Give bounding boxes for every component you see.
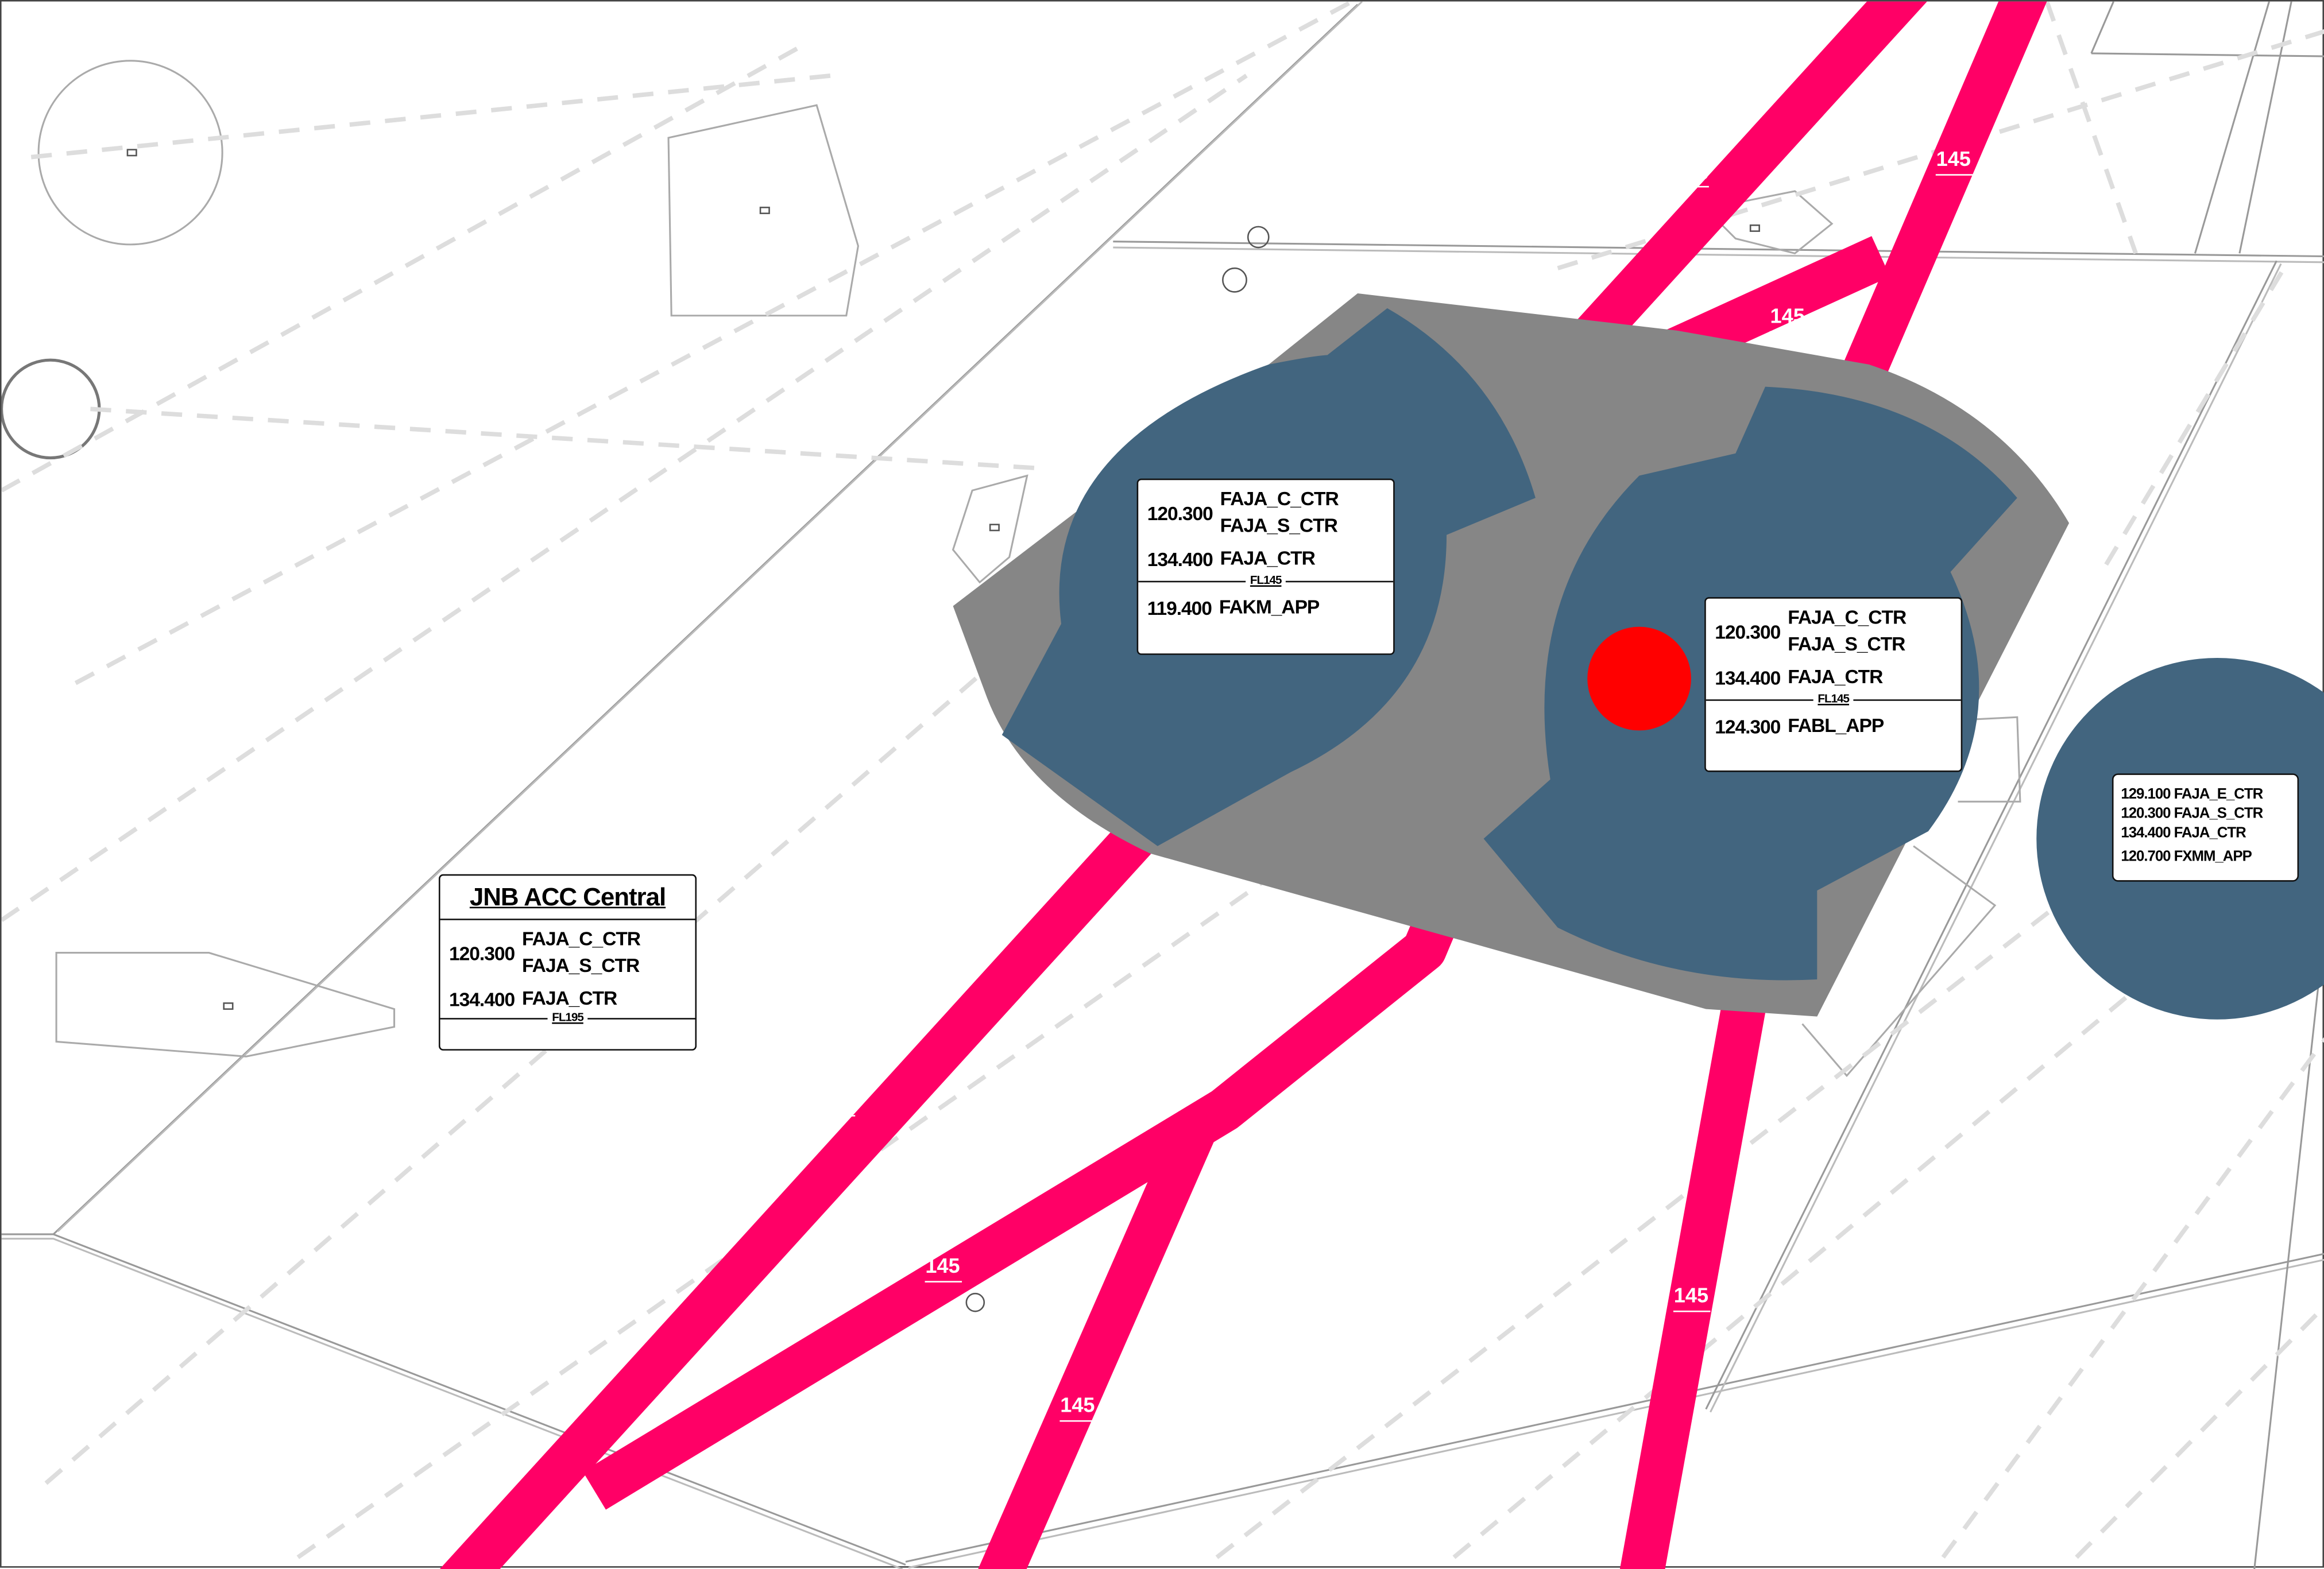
frequency: 134.400 xyxy=(449,987,515,1010)
sector-title: JNB ACC Central xyxy=(440,875,695,920)
callsign: FAJA_S_CTR xyxy=(1220,514,1338,537)
callsign: FAJA_C_CTR xyxy=(1220,487,1339,510)
sector-label-fakm[interactable]: 120.300 FAJA_C_CTR FAJA_S_CTR 134.400 FAJA_… xyxy=(1136,478,1395,655)
route-label: 145 xyxy=(1674,1284,1708,1307)
frequency: 120.300 xyxy=(449,942,515,964)
route-label: 145 xyxy=(1770,304,1805,328)
frequency: 120.300 xyxy=(1715,620,1781,642)
callsign: FABL_APP xyxy=(1788,714,1884,737)
frequency: 119.400 xyxy=(1147,596,1212,619)
route-d xyxy=(978,1111,1220,1569)
callsign: FAJA_CTR xyxy=(522,986,617,1009)
frequency: 134.400 xyxy=(1715,666,1781,688)
frequency-line: 120.300 FAJA_S_CTR xyxy=(2121,806,2263,823)
callsign: FAJA_CTR xyxy=(1788,665,1883,688)
sector-label-fabl[interactable]: 120.300 FAJA_C_CTR FAJA_S_CTR 134.400 FAJA_… xyxy=(1704,597,1963,772)
callsign: FAJA_S_CTR xyxy=(1788,633,1905,655)
callsign: FAJA_CTR xyxy=(1220,547,1316,570)
route-label: 145 xyxy=(819,1088,853,1111)
frequency: 124.300 xyxy=(1715,715,1781,738)
flight-level: FL145 xyxy=(1813,692,1854,706)
sector-area xyxy=(953,293,2324,1020)
route-c xyxy=(582,236,1890,1510)
aircraft-target xyxy=(1587,626,1691,731)
frequency: 134.400 xyxy=(1147,547,1213,570)
route-labels: 145 145 145 145 145 145 145 xyxy=(818,147,1973,1422)
flight-level: FL195 xyxy=(547,1010,588,1024)
sector-label-fxmm[interactable]: 129.100 FAJA_E_CTR 120.300 FAJA_S_CTR 13… xyxy=(2112,773,2299,882)
flight-level: FL145 xyxy=(1246,573,1286,587)
route-label: 145 xyxy=(925,1254,960,1277)
callsign: FAKM_APP xyxy=(1219,595,1320,618)
route-label: 145 xyxy=(1060,1393,1095,1417)
callsign: FAJA_C_CTR xyxy=(522,927,641,950)
callsign: FAJA_S_CTR xyxy=(522,954,640,977)
frequency-line: 129.100 FAJA_E_CTR xyxy=(2121,787,2263,803)
callsign: FAJA_C_CTR xyxy=(1788,606,1907,629)
frequency: 120.300 xyxy=(1147,501,1213,524)
frequency-line: 120.700 FXMM_APP xyxy=(2121,849,2252,866)
route-label: 145 xyxy=(1936,147,1971,171)
navaid-markers xyxy=(126,149,1760,1312)
sector-label-jnb-acc-central[interactable]: JNB ACC Central 120.300 FAJA_C_CTR FAJA_S_… xyxy=(438,874,697,1051)
frequency-line: 134.400 FAJA_CTR xyxy=(2121,825,2246,842)
route-label: 145 xyxy=(1674,160,1708,184)
